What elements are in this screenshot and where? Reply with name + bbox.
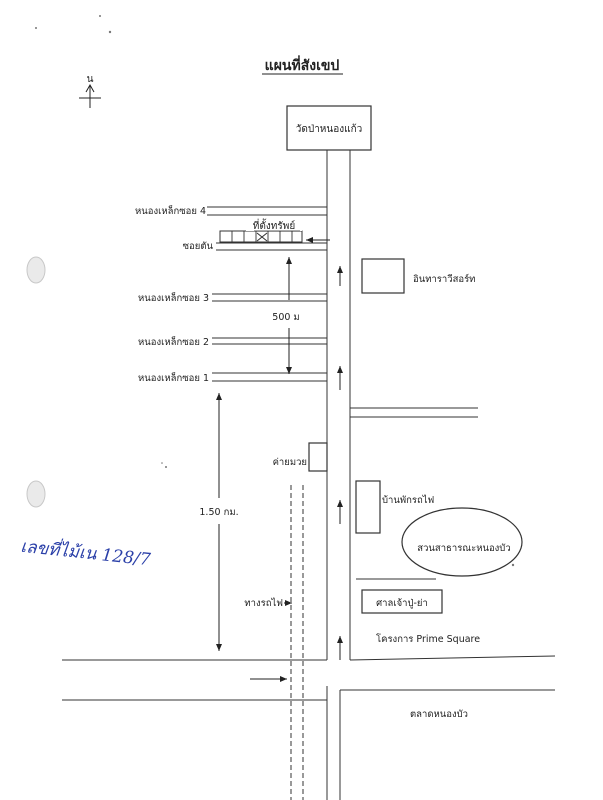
temple-label: วัดป่าหนองแก้ว <box>296 123 363 135</box>
boxing-camp-label: ค่ายมวย <box>273 457 307 468</box>
distance-150km-label: 1.50 กม. <box>199 507 238 518</box>
main-road <box>326 150 351 800</box>
railway-line <box>290 485 304 800</box>
park-label: สวนสาธารณะหนองบัว <box>417 543 510 554</box>
binder-holes <box>26 256 46 508</box>
map-title: แผนที่สังเขป <box>265 55 340 74</box>
soi-4-label: หนองเหล็กซอย 4 <box>135 204 206 217</box>
shrine-box <box>361 589 443 614</box>
soi-roads <box>207 206 327 382</box>
railway-label: ทางรถไฟ <box>244 597 283 609</box>
intra-resort-label: อินทาราวีสอร์ท <box>413 273 476 285</box>
intra-resort-box <box>361 258 405 294</box>
north-arrow-icon: น <box>79 74 101 108</box>
soi-1-label: หนองเหล็กซอย 1 <box>138 371 209 384</box>
soi-3-label: หนองเหล็กซอย 3 <box>138 291 209 304</box>
svg-text:น: น <box>87 74 94 85</box>
east-side-road <box>350 407 478 418</box>
prime-square-label: โครงการ Prime Square <box>376 633 480 645</box>
park-ellipse <box>401 507 523 577</box>
main-horizontal-road <box>62 655 556 701</box>
dead-end-label: ซอยตัน <box>183 241 214 252</box>
temple-box <box>286 105 372 151</box>
distance-500m-label: 500 ม <box>272 312 299 323</box>
railway-house-box <box>355 480 381 534</box>
soi-2-label: หนองเหล็กซอย 2 <box>138 335 209 348</box>
property-strip <box>219 230 303 243</box>
boxing-camp-box <box>308 442 328 472</box>
railway-house-label: บ้านพักรถไฟ <box>382 494 434 506</box>
property-label: ที่ตั้งทรัพย์ <box>253 218 295 232</box>
handwritten-note: เลขที่ไม้เน 128/7 <box>19 534 152 571</box>
property-label-bg <box>246 218 302 231</box>
paper-specks <box>35 15 515 567</box>
market-label: ตลาดหนองบัว <box>410 709 468 720</box>
shrine-label: ศาลเจ้าปู่-ย่า <box>376 598 428 609</box>
